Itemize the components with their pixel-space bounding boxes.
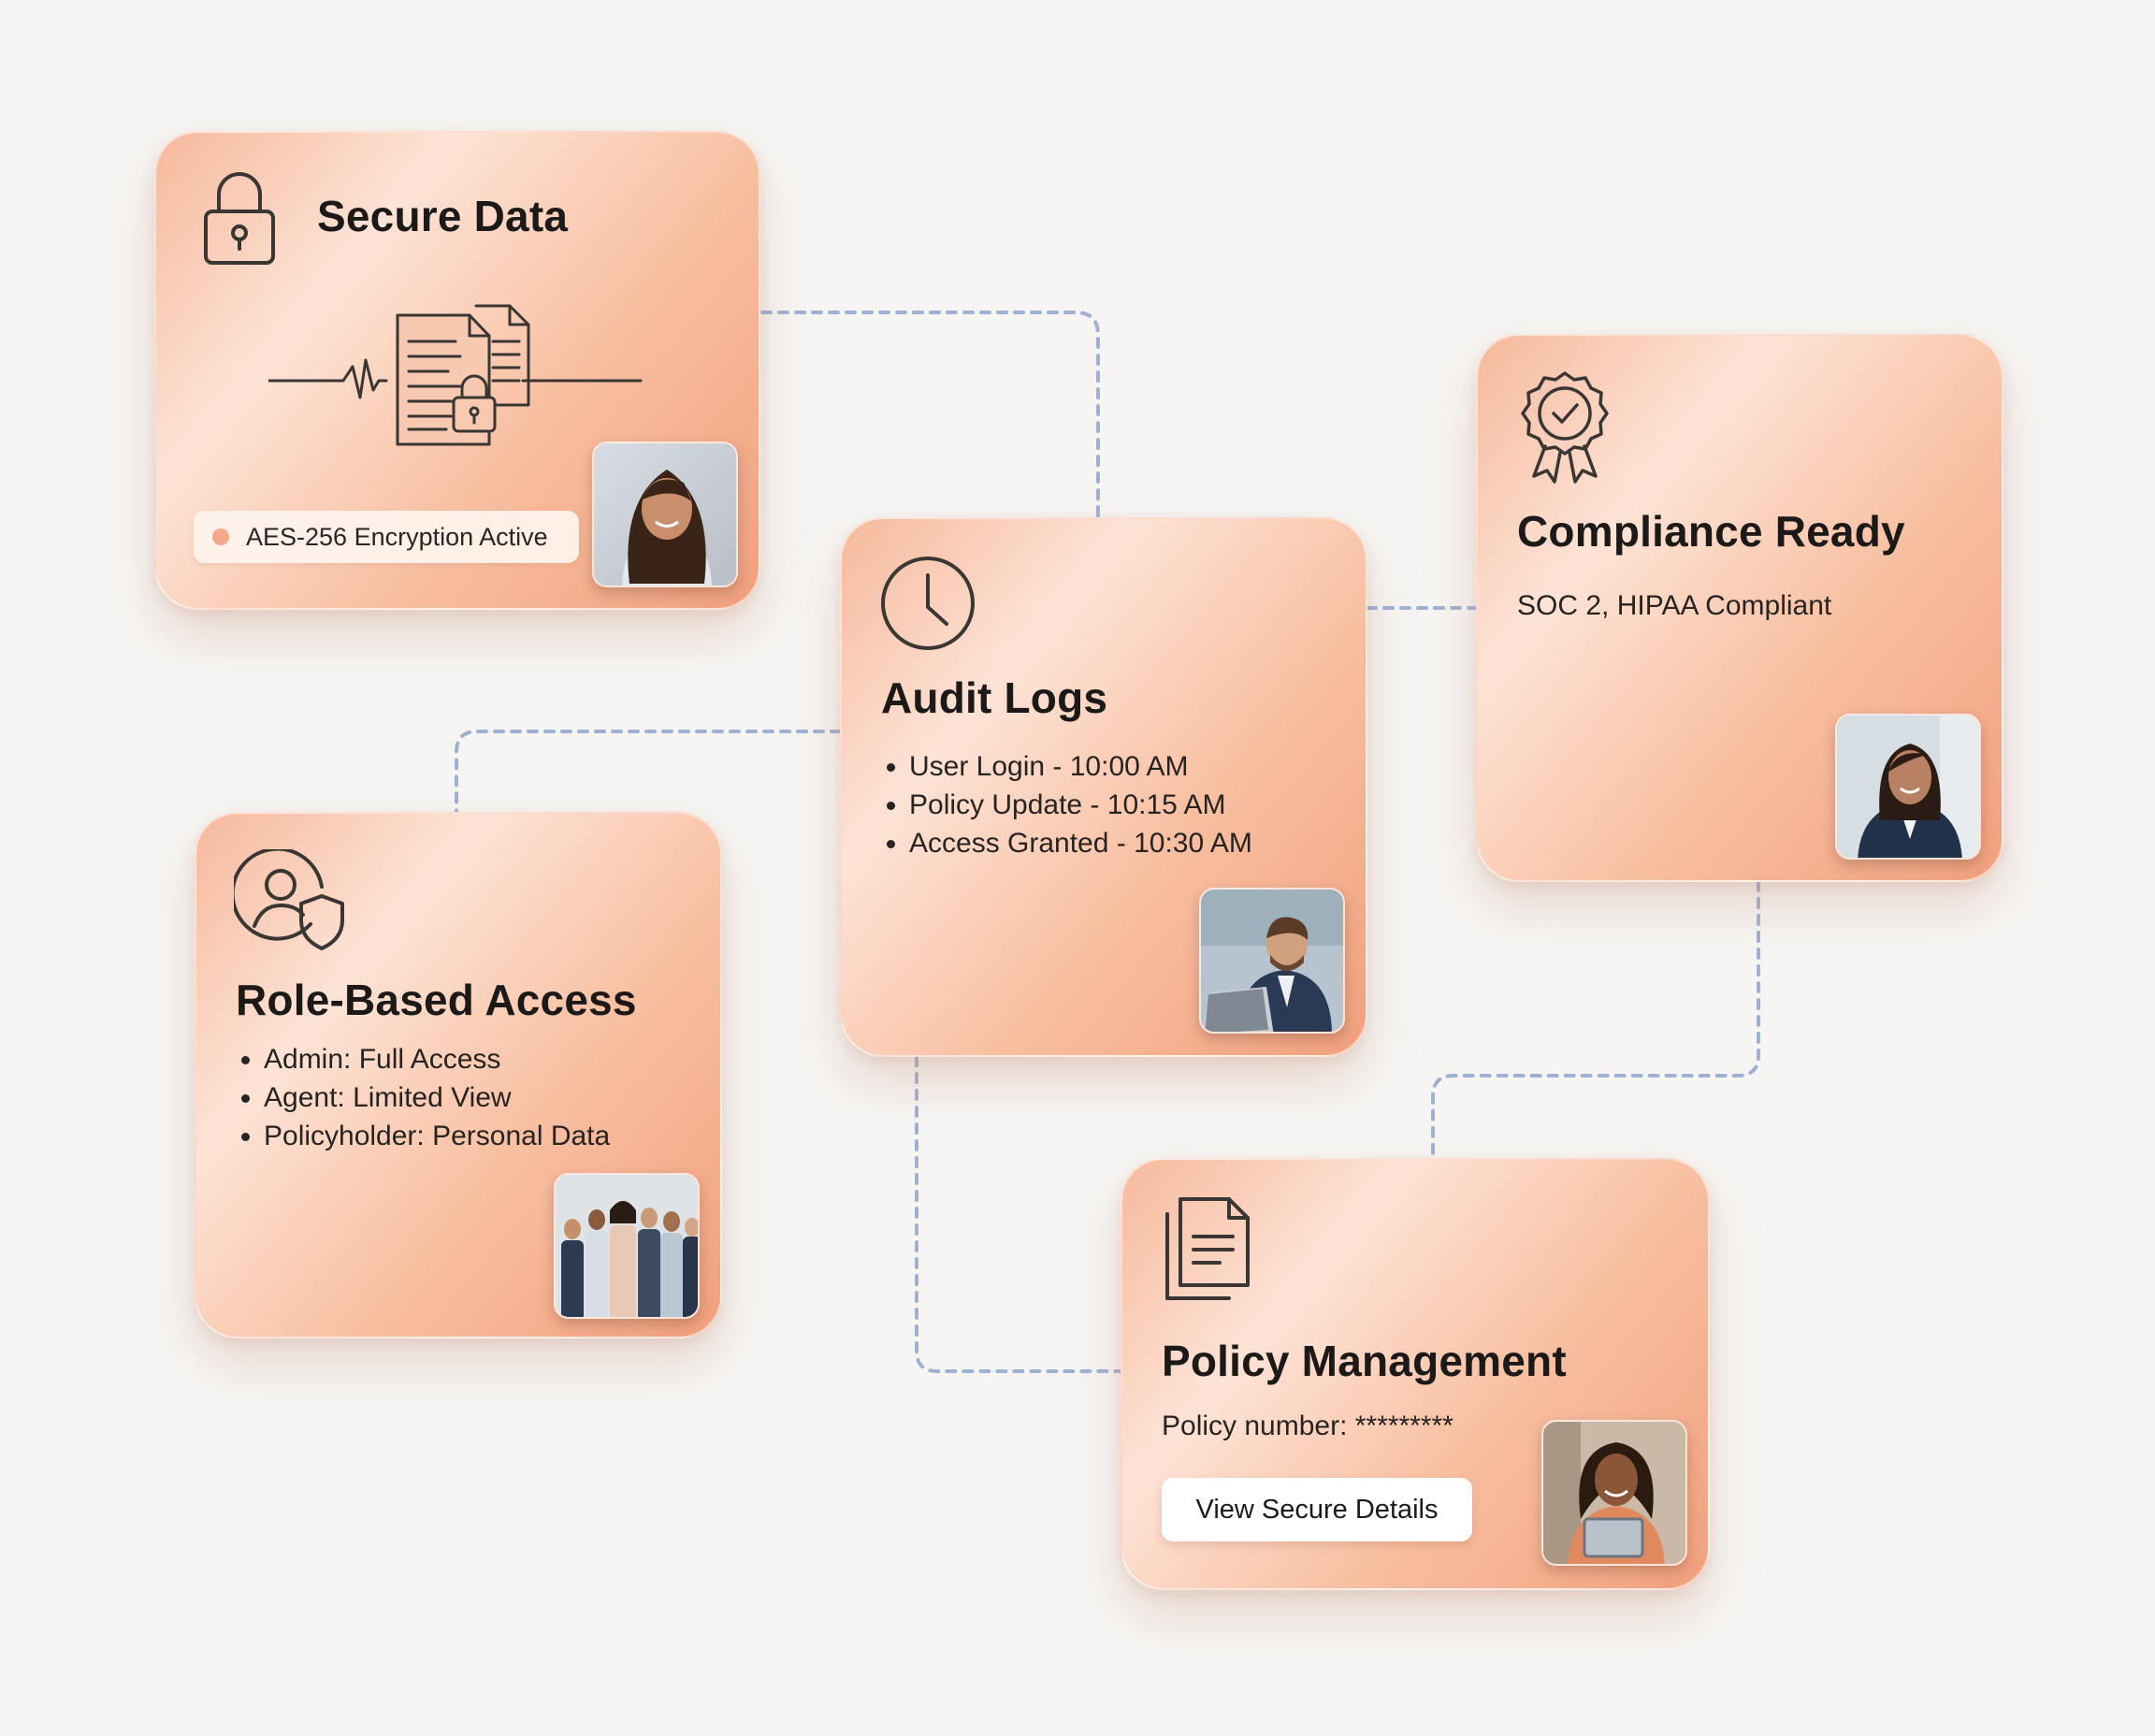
role-item: Agent: Limited View: [264, 1078, 610, 1117]
audit-log-entry: Policy Update - 10:15 AM: [909, 786, 1252, 824]
connector-audit-to-policy: [915, 1055, 1122, 1373]
role-access-title: Role-Based Access: [236, 976, 637, 1024]
role-item: Admin: Full Access: [264, 1040, 610, 1078]
audit-log-list: User Login - 10:00 AM Policy Update - 10…: [881, 747, 1252, 862]
role-item: Policyholder: Personal Data: [264, 1117, 610, 1155]
policy-number-field: Policy number: *********: [1162, 1410, 1454, 1441]
audit-logs-card: Audit Logs User Login - 10:00 AM Policy …: [840, 517, 1367, 1057]
user-shield-icon: [234, 849, 346, 950]
certified-badge-icon: [1517, 369, 1613, 484]
connector-compliance-to-policy: [1431, 880, 1760, 1160]
compliance-title: Compliance Ready: [1517, 507, 1905, 556]
woman-with-tablet-photo: [1541, 1420, 1687, 1566]
role-access-card: Role-Based Access Admin: Full Access Age…: [195, 812, 722, 1338]
connector-audit-to-role: [455, 730, 842, 814]
status-dot-icon: [212, 528, 229, 545]
clock-icon: [879, 555, 976, 652]
document-stack-icon: [1162, 1195, 1251, 1302]
encryption-status-badge: AES-256 Encryption Active: [194, 511, 579, 563]
policy-management-title: Policy Management: [1162, 1337, 1567, 1385]
team-group-photo: [554, 1173, 700, 1319]
role-list: Admin: Full Access Agent: Limited View P…: [236, 1040, 610, 1155]
audit-log-entry: Access Granted - 10:30 AM: [909, 824, 1252, 862]
connector-secure-to-audit: [760, 311, 1100, 519]
encrypted-documents-icon: [268, 287, 643, 448]
audit-log-entry: User Login - 10:00 AM: [909, 747, 1252, 786]
compliance-subtitle: SOC 2, HIPAA Compliant: [1517, 590, 1832, 621]
view-secure-details-button[interactable]: View Secure Details: [1162, 1478, 1472, 1541]
woman-smiling-avatar: [592, 441, 738, 587]
woman-in-suit-avatar: [1835, 714, 1981, 860]
audit-logs-title: Audit Logs: [881, 673, 1108, 722]
compliance-card: Compliance Ready SOC 2, HIPAA Compliant: [1476, 334, 2003, 882]
policy-management-card: Policy Management Policy number: *******…: [1121, 1158, 1710, 1590]
secure-data-title: Secure Data: [317, 192, 569, 240]
padlock-icon: [201, 170, 278, 268]
man-at-laptop-photo: [1199, 888, 1345, 1034]
encryption-status-label: AES-256 Encryption Active: [246, 522, 548, 551]
secure-data-card: Secure Data AES-256 Encryption Active: [154, 131, 760, 610]
